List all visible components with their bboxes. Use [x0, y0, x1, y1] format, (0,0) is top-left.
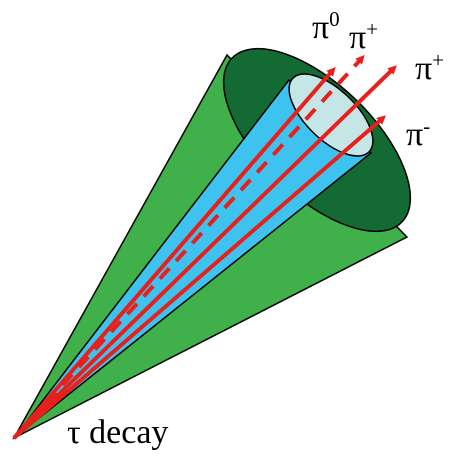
pi-plus-label-2: π+ — [415, 48, 444, 87]
pi-zero-label: π0 — [312, 7, 340, 46]
pi-plus-symbol-1: π — [349, 19, 366, 56]
pi-plus-symbol-2: π — [415, 50, 432, 87]
pi-zero-charge: 0 — [329, 7, 340, 31]
pi-minus-track — [12, 115, 387, 440]
pi-plus-track-1 — [12, 66, 336, 440]
pi-zero-symbol: π — [312, 9, 329, 46]
pi-plus-label-1: π+ — [349, 17, 378, 56]
pi-zero-track — [12, 55, 365, 440]
pi-plus-charge-2: + — [432, 48, 444, 72]
tau-decay-label: τ decay — [67, 414, 168, 451]
pi-minus-charge: - — [423, 114, 430, 138]
pi-minus-symbol: π — [406, 116, 423, 153]
pi-plus-track-2 — [12, 65, 397, 440]
pi-plus-charge-1: + — [366, 17, 378, 41]
pi-minus-label: π- — [406, 114, 430, 153]
